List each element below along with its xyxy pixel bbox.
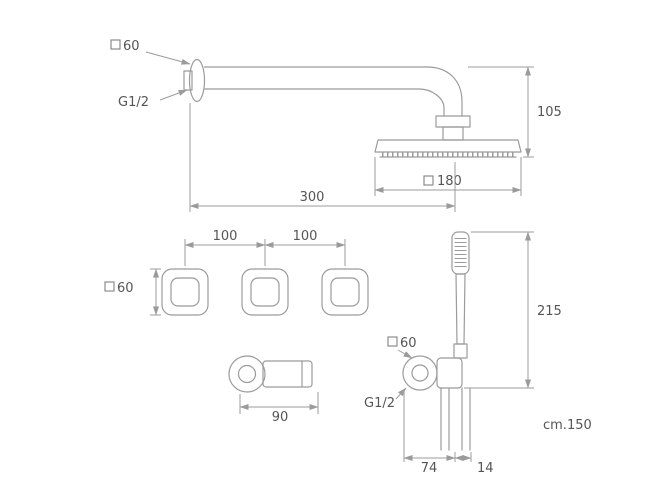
dim-hand-shower-height-label: 215 [537,304,562,319]
dim-head-size-label: 180 [437,174,462,189]
dim-arm-flange-size: 60 [110,39,191,65]
head-stem [442,126,464,141]
arm-wall-flange [188,58,206,103]
dim-valve-size: 60 [104,268,161,316]
valve-knob-3 [321,268,369,316]
shower-arm [183,58,471,141]
dim-outlet-offset-label: 74 [421,461,438,476]
dim-head-size: 180 [374,157,522,196]
dim-spout-projection: 90 [239,392,319,425]
hand-shower-handle [455,273,466,345]
dim-valve-spacing: 100 100 [184,229,346,266]
outlet-holder [436,357,463,389]
dim-head-height-label: 105 [537,105,562,120]
dim-outlet-offsets: 74 14 [403,391,494,476]
square-symbol-icon [110,39,121,50]
wall-outlet [402,355,463,391]
dim-arm-flange-label: 60 [123,39,140,54]
dim-hose-offset-label: 14 [477,461,494,476]
outlet-thread-label: G1/2 [364,396,395,411]
wall-stub [183,70,193,91]
spout [228,355,313,393]
spout-flange [228,355,266,393]
dim-arm-thread: G1/2 [118,89,188,110]
hose [440,387,471,451]
square-symbol-icon [104,281,115,292]
dim-outlet-thread: G1/2 [364,387,407,411]
valve-knob-1 [161,268,209,316]
dim-arm-projection-label: 300 [300,190,325,205]
outlet-flange [402,355,438,391]
dim-hand-shower-height: 215 [464,231,562,389]
spout-flange-inner [237,364,257,384]
hand-shower [451,231,470,359]
outlet-flange-inner [411,364,429,382]
dim-valve-spacing-label-2: 100 [293,229,318,244]
valve-knob-2 [241,268,289,316]
dim-spout-projection-label: 90 [272,410,289,425]
dim-arm-projection: 300 [189,103,456,212]
hose-length-label: cm.150 [543,418,592,433]
shower-head [374,139,522,158]
square-symbol-icon [423,175,434,186]
dim-valve-size-label: 60 [117,281,134,296]
dim-outlet-size: 60 [387,336,417,359]
hand-shower-connector [453,343,468,359]
dim-head-height: 105 [468,66,562,158]
dim-outlet-size-label: 60 [400,336,417,351]
dim-valve-spacing-label-1: 100 [213,229,238,244]
arm-thread-label: G1/2 [118,95,149,110]
arm-nut [435,115,471,128]
square-symbol-icon [387,336,398,347]
spout-body [262,360,313,388]
